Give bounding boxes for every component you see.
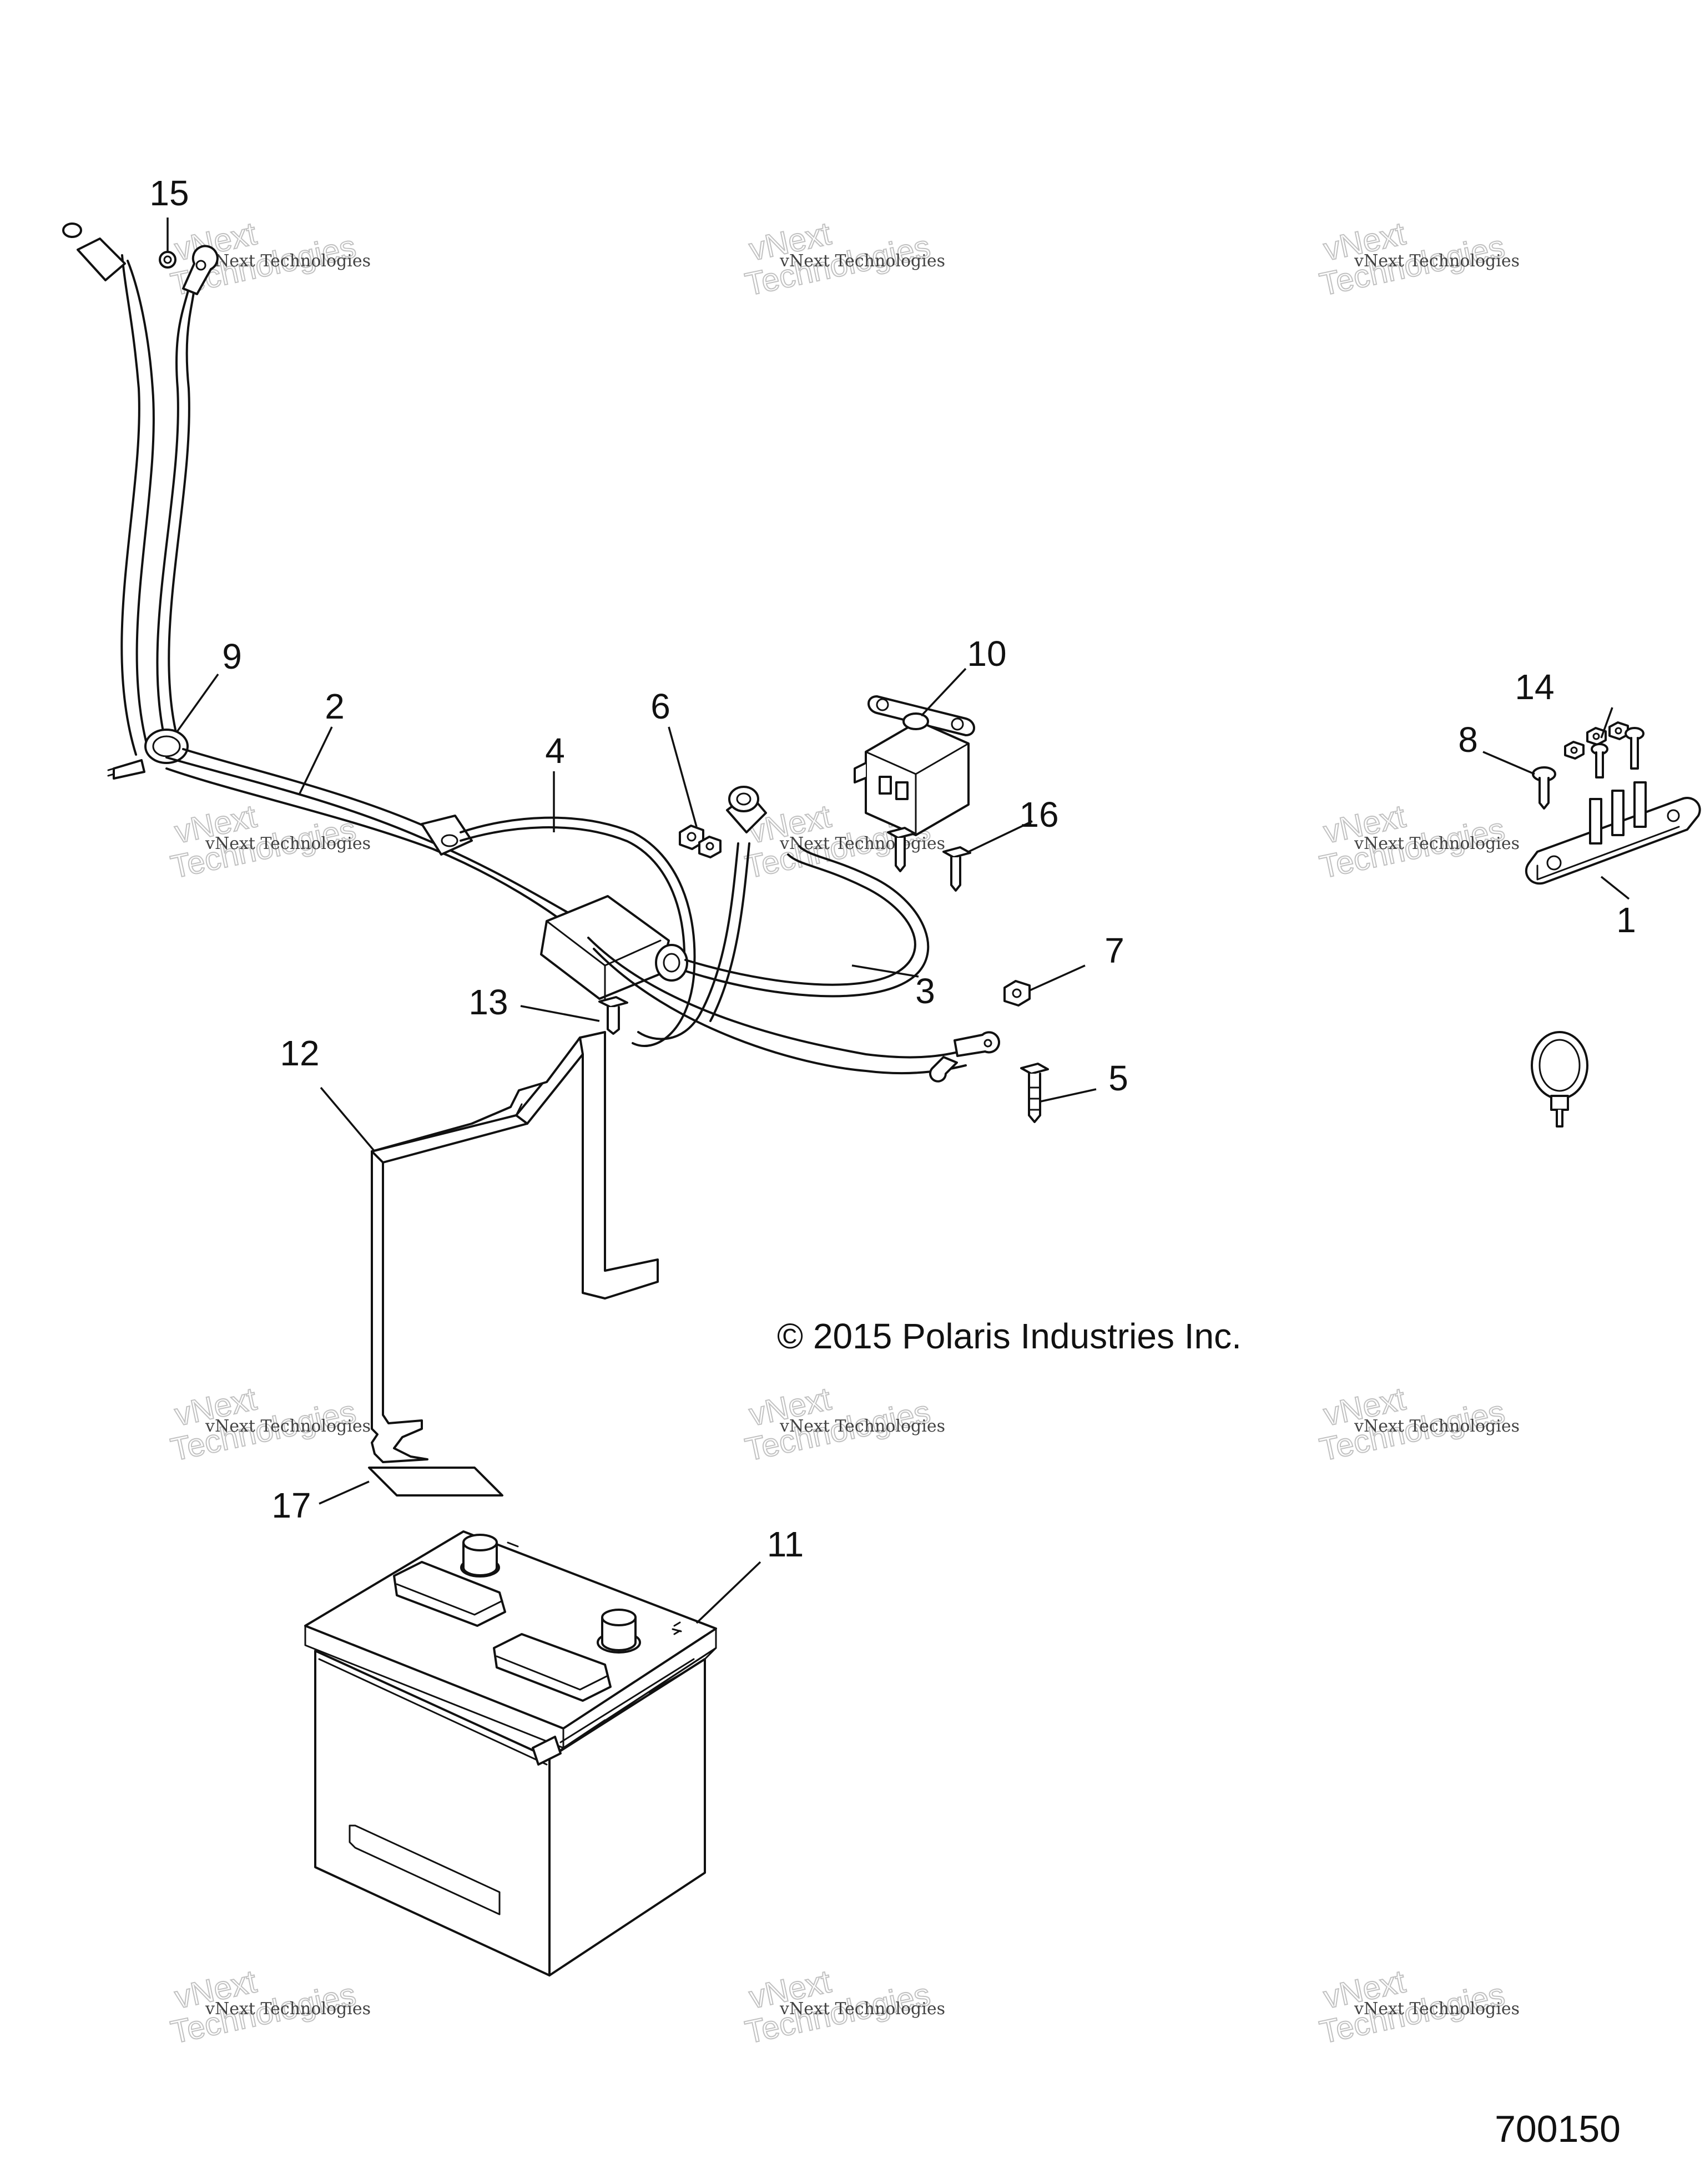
cable-harness: [62, 223, 1000, 1083]
callout-7: 7: [1104, 931, 1124, 970]
watermark: vNext Technologies vNext Technologies: [1316, 215, 1520, 303]
loop-clamp: [1531, 1031, 1588, 1128]
watermark: vNext Technologies vNext Technologies: [741, 215, 945, 303]
svg-text:vNext Technologies: vNext Technologies: [1354, 834, 1520, 853]
figure-number: 700150: [1495, 2108, 1621, 2150]
battery-11: [304, 1530, 717, 1976]
callout-8: 8: [1458, 720, 1478, 760]
svg-text:vNext Technologies: vNext Technologies: [1354, 1999, 1520, 2019]
callout-12: 12: [280, 1033, 319, 1073]
callout-1: 1: [1616, 900, 1636, 940]
callout-11: 11: [767, 1524, 804, 1564]
callout-5: 5: [1108, 1058, 1128, 1098]
callout-6: 6: [650, 686, 670, 726]
svg-text:vNext Technologies: vNext Technologies: [1354, 1417, 1520, 1436]
leader-lines: [167, 218, 1630, 1624]
svg-text:vNext Technologies: vNext Technologies: [205, 1417, 371, 1436]
bracket-12: [371, 1031, 659, 1463]
svg-text:vNext Technologies: vNext Technologies: [205, 834, 371, 853]
svg-text:vNext Technologies: vNext Technologies: [779, 834, 945, 853]
nut-7: [1003, 980, 1031, 1007]
screws-16: [887, 827, 971, 892]
callout-2: 2: [325, 686, 345, 726]
solenoid-10: [854, 695, 975, 836]
callout-labels: 15 9 2 4 6 10 14 8 16 1 7 3 13 12 5 17 1…: [149, 173, 1636, 1564]
cable-clamp-9: [107, 729, 189, 780]
battery-terminal-positive: [597, 1609, 641, 1654]
callout-14: 14: [1515, 667, 1554, 707]
callout-10: 10: [967, 634, 1006, 674]
callout-16: 16: [1019, 795, 1058, 835]
battery-terminal-negative: [460, 1534, 500, 1578]
screw-8: [1532, 766, 1556, 810]
bolt-5: [1020, 1063, 1049, 1123]
nut-15: [159, 251, 176, 269]
terminal-block-1: [1525, 781, 1701, 885]
callout-17: 17: [271, 1485, 311, 1525]
svg-text:vNext Technologies: vNext Technologies: [205, 1999, 371, 2019]
svg-text:vNext Technologies: vNext Technologies: [205, 251, 371, 271]
watermark: vNext Technologies vNext Technologies: [167, 1963, 371, 2051]
nuts-14: [1564, 721, 1645, 778]
svg-text:vNext Technologies: vNext Technologies: [779, 1417, 945, 1436]
callout-3: 3: [915, 971, 935, 1011]
watermark: vNext Technologies vNext Technologies: [741, 1380, 945, 1468]
callout-15: 15: [149, 173, 189, 213]
callout-9: 9: [222, 636, 242, 676]
copyright-notice: © 2015 Polaris Industries Inc.: [777, 1316, 1242, 1356]
watermark: vNext Technologies vNext Technologies: [1316, 1380, 1520, 1468]
nuts-6: [679, 825, 722, 858]
watermark: vNext Technologies vNext Technologies: [167, 797, 371, 886]
terminal-boot: [77, 237, 126, 281]
callout-4: 4: [545, 731, 565, 771]
svg-text:vNext Technologies: vNext Technologies: [779, 1999, 945, 2019]
svg-text:vNext Technologies: vNext Technologies: [779, 251, 945, 271]
watermark: vNext Technologies vNext Technologies: [167, 1380, 371, 1468]
callout-13: 13: [468, 982, 508, 1022]
label-17: [368, 1467, 503, 1497]
watermark: vNext Technologies vNext Technologies: [1316, 797, 1520, 886]
bolt-13: [598, 996, 628, 1035]
svg-text:vNext Technologies: vNext Technologies: [1354, 251, 1520, 271]
watermark: vNext Technologies vNext Technologies: [741, 1963, 945, 2051]
watermark: vNext Technologies vNext Technologies: [1316, 1963, 1520, 2051]
